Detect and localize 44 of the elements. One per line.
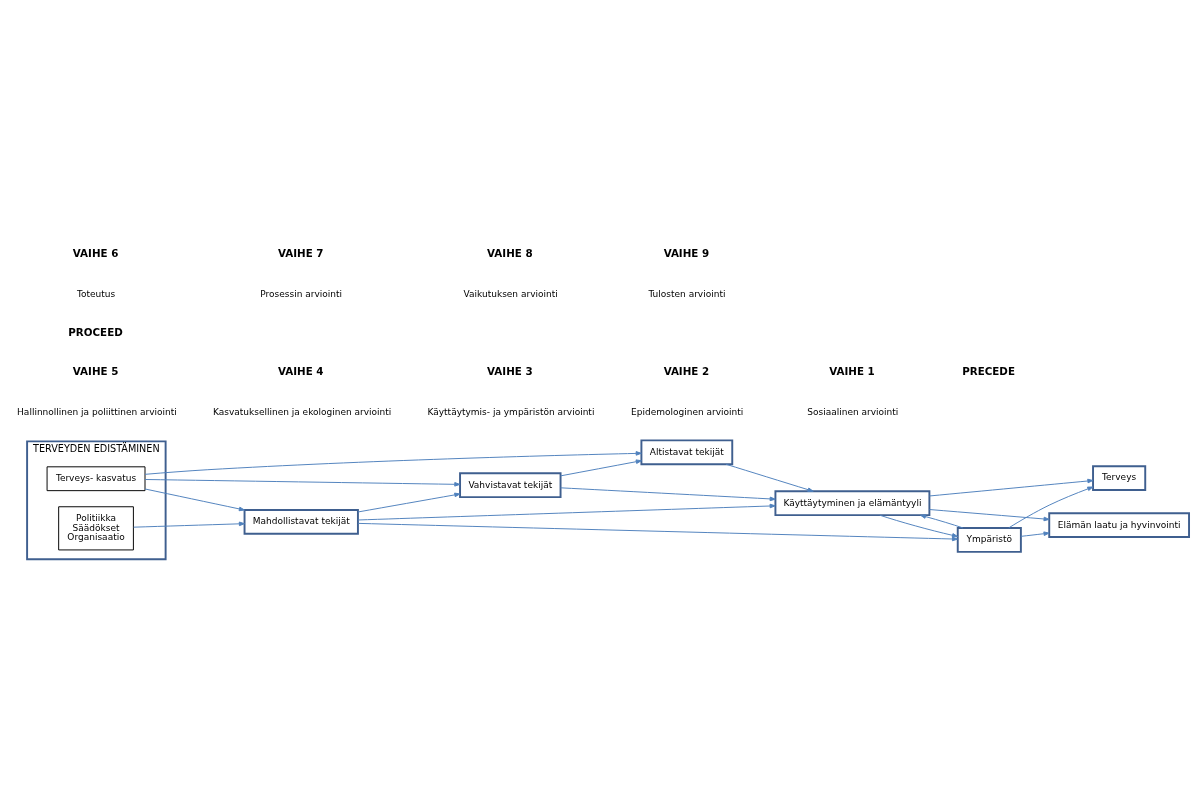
arrow [879,514,959,538]
arrow [725,463,814,492]
node-box: Vahvistavat tekijät [459,471,562,498]
arrow [357,492,461,512]
arrow [144,478,461,487]
node-box: Politiikka Säädökset Organisaatio [58,505,134,550]
label: Sosiaalinen arviointi [807,406,899,417]
label: Hallinnollinen ja poliittinen arviointi [17,406,177,417]
label: VAIHE 6 [72,246,119,259]
label: VAIHE 9 [663,246,710,259]
label: VAIHE 7 [278,246,324,259]
label: Käyttäytymis- ja ympäristön arviointi [427,406,595,417]
label: VAIHE 4 [278,364,324,377]
node-box: Terveys- kasvatus [46,465,146,491]
node-box: Altistavat tekijät [640,438,734,465]
label: Tulosten arviointi [648,288,726,299]
arrow [919,513,964,528]
node-box: Ympäristö [956,526,1022,553]
node-box: Elämän laatu ja hyvinvointi [1048,511,1190,538]
label: Prosessin arviointi [260,288,343,299]
arrow [560,458,642,476]
arrow [133,521,245,528]
label: VAIHE 8 [487,246,533,259]
label: VAIHE 3 [487,364,533,377]
label: VAIHE 2 [663,364,710,377]
label: PRECEDE [962,364,1015,377]
node-box: Mahdollistavat tekijät [243,508,359,535]
arrow [1008,486,1094,528]
label: Kasvatuksellinen ja ekologinen arviointi [212,406,392,417]
arrow [357,522,959,541]
label: VAIHE 5 [72,364,119,377]
arrow [929,478,1094,496]
arrow [144,450,642,475]
arrow [1020,530,1050,537]
arrow [929,508,1050,521]
label: Epidemologinen arviointi [631,406,744,417]
arrow [560,486,776,501]
arrow [357,503,776,520]
arrow [144,488,245,511]
label: Vaikutuksen arviointi [463,288,558,299]
label: VAIHE 1 [829,364,875,377]
label: PROCEED [68,325,123,338]
label: Toteutus [77,288,116,299]
node-box: Terveys [1092,464,1147,491]
